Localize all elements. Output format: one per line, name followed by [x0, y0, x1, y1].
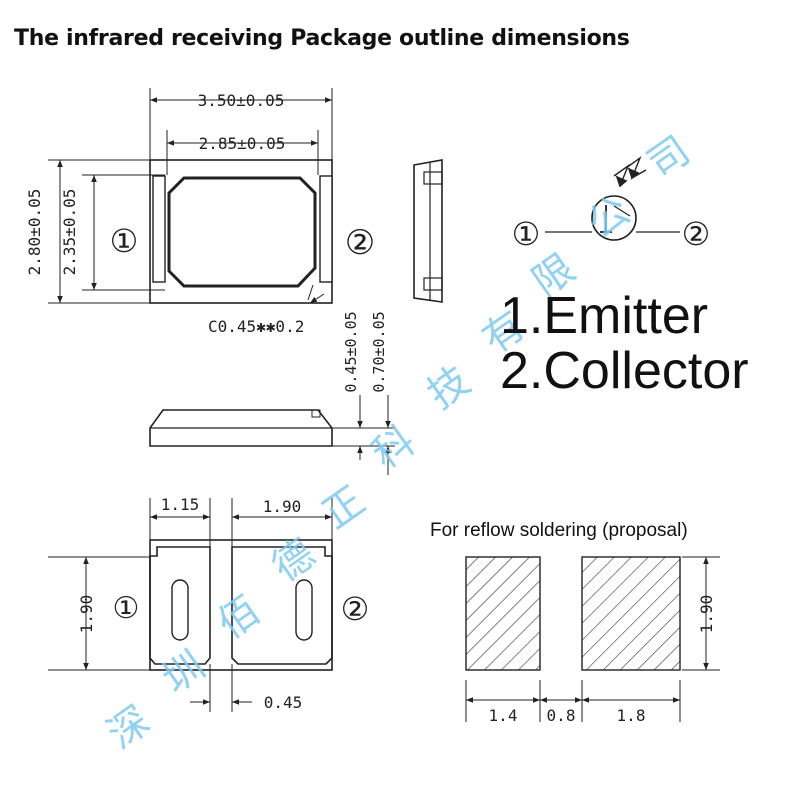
- watermark-char: 技: [419, 358, 478, 419]
- pin2-marker-top: ②: [345, 223, 375, 263]
- pin2-collector-label: 2.Collector: [500, 342, 749, 400]
- bottom-view: [48, 498, 333, 712]
- reflow-label: For reflow soldering (proposal): [430, 520, 688, 541]
- diagram-title: The infrared receiving Package outline d…: [14, 26, 630, 51]
- pin1-emitter-label: 1.Emitter: [500, 287, 709, 345]
- reflow-dim-gap: 0.8: [547, 706, 576, 725]
- dim-pad2-width: 1.90: [263, 497, 302, 516]
- dim-total-height: 0.70±0.05: [370, 311, 388, 392]
- watermark-char: 佰: [209, 588, 268, 649]
- pin1-marker-top: ①: [110, 222, 139, 260]
- reflow-dim-pad2: 1.8: [617, 706, 646, 725]
- pin1-marker-symbol: ①: [512, 215, 541, 253]
- reflow-footprint: [465, 556, 720, 722]
- reflow-dim-height: 1.90: [697, 595, 716, 634]
- dim-pad-gap: 0.45: [264, 693, 303, 712]
- pin2-marker-symbol: ②: [682, 215, 711, 253]
- dim-chamfer: C0.45✱✱0.2: [208, 317, 304, 336]
- dim-height-outer: 2.80±0.05: [25, 189, 44, 276]
- dim-pad1-width: 1.15: [161, 495, 200, 514]
- watermark-char: 科: [364, 418, 423, 479]
- watermark-char: 公: [579, 188, 638, 249]
- reflow-dim-pad1: 1.4: [489, 706, 518, 725]
- dim-height-inner: 2.35±0.05: [60, 189, 79, 276]
- side-view-horizontal: [149, 395, 395, 475]
- dim-width-inner: 2.85±0.05: [199, 134, 286, 153]
- watermark-char: 深: [99, 698, 158, 759]
- top-view: [48, 88, 333, 304]
- pin1-marker-bottom: ①: [113, 591, 140, 626]
- side-view-vertical: [413, 159, 443, 303]
- dim-width-outer: 3.50±0.05: [198, 91, 285, 110]
- phototransistor-symbol: [545, 156, 680, 241]
- watermark-char: 司: [639, 128, 698, 189]
- watermark-char: 正: [314, 478, 373, 539]
- dim-body-height: 0.45±0.05: [342, 311, 360, 392]
- pin2-marker-bottom: ②: [341, 590, 370, 628]
- watermark-char: 圳: [154, 643, 213, 704]
- dim-pad-height: 1.90: [77, 595, 96, 634]
